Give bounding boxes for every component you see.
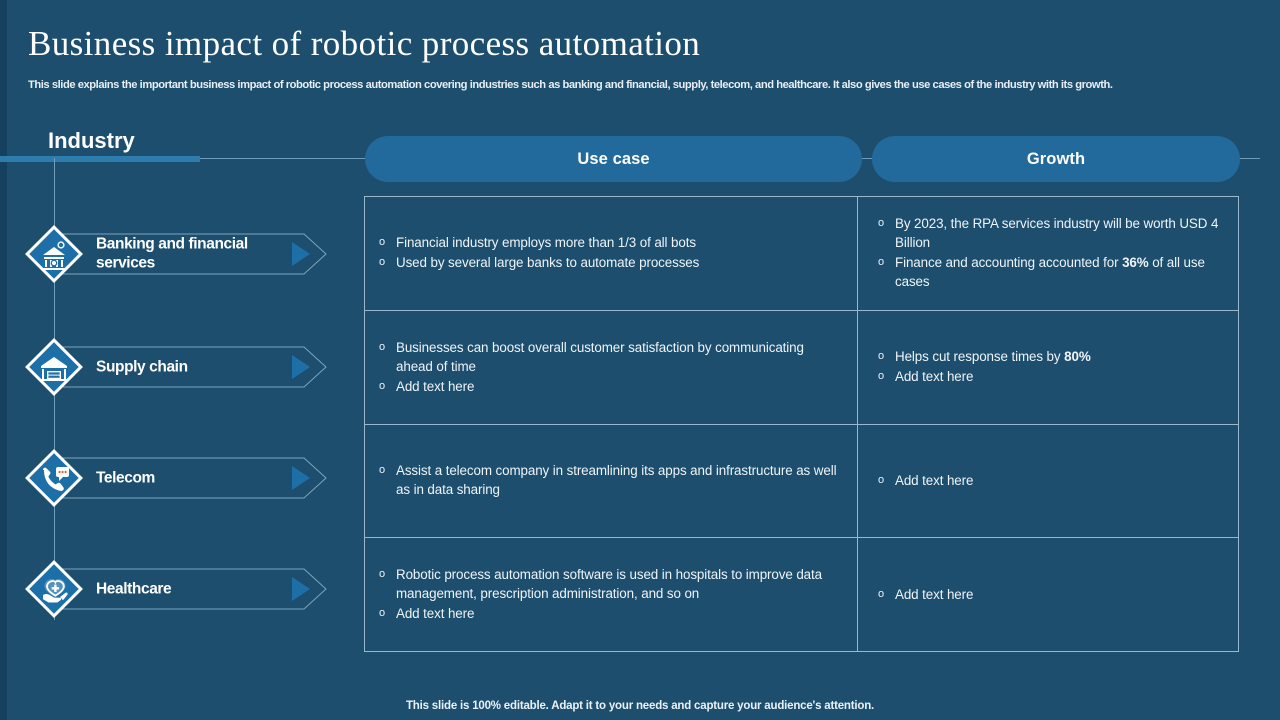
use-case-cell: Robotic process automation software is u…	[365, 538, 858, 651]
bullet-item: Add text here	[874, 367, 1224, 386]
industry-label: Telecom	[96, 469, 155, 487]
industry-accent-bar	[0, 156, 200, 162]
industry-item-telecom[interactable]: Telecom	[0, 446, 340, 510]
industry-label: Healthcare	[96, 580, 172, 598]
bullet-highlight: 80%	[1064, 349, 1091, 365]
bullet-item: Used by several large banks to automate …	[375, 253, 843, 272]
use-case-cell: Assist a telecom company in streamlining…	[365, 424, 858, 538]
bullet-item: Add text here	[874, 585, 1224, 604]
column-header-use-case: Use case	[365, 136, 862, 182]
bullet-item: Add text here	[375, 604, 843, 623]
use-case-cell: Financial industry employs more than 1/3…	[365, 197, 858, 310]
left-edge-stripe	[0, 0, 7, 720]
phone-chat-icon	[22, 446, 86, 510]
growth-bullets: Add text here	[874, 585, 1224, 605]
growth-cell: Add text here	[858, 538, 1238, 651]
bullet-item: Assist a telecom company in streamlining…	[375, 461, 843, 499]
growth-cell: Add text here	[858, 425, 1238, 538]
use-case-bullets: Robotic process automation software is u…	[375, 565, 843, 624]
bullet-item: Add text here	[874, 471, 1224, 490]
bullet-item: Add text here	[375, 377, 843, 396]
growth-bullets: Add text here	[874, 471, 1224, 491]
table-row: Robotic process automation software is u…	[365, 538, 1238, 651]
footer-note: This slide is 100% editable. Adapt it to…	[405, 700, 875, 712]
use-case-bullets: Businesses can boost overall customer sa…	[375, 338, 843, 397]
industry-label: Supply chain	[96, 358, 188, 376]
growth-bullets: Helps cut response times by 80%Add text …	[874, 347, 1224, 387]
bullet-item: By 2023, the RPA services industry will …	[874, 214, 1224, 252]
warehouse-icon	[22, 335, 86, 399]
industry-item-banking[interactable]: Banking and financial services	[0, 222, 340, 286]
growth-cell: Helps cut response times by 80%Add text …	[858, 311, 1238, 424]
bullet-item: Robotic process automation software is u…	[375, 565, 843, 603]
table-row: Businesses can boost overall customer sa…	[365, 310, 1238, 425]
bullet-highlight: 36%	[1122, 255, 1149, 271]
growth-cell: By 2023, the RPA services industry will …	[858, 197, 1238, 310]
use-case-bullets: Assist a telecom company in streamlining…	[375, 461, 843, 500]
column-header-industry: Industry	[48, 128, 135, 153]
industry-item-healthcare[interactable]: Healthcare	[0, 557, 340, 621]
table-row: Assist a telecom company in streamlining…	[365, 424, 1238, 539]
industry-item-supply-chain[interactable]: Supply chain	[0, 335, 340, 399]
hand-care-icon	[22, 557, 86, 621]
page-title: Business impact of robotic process autom…	[28, 24, 701, 63]
bullet-item: Businesses can boost overall customer sa…	[375, 338, 843, 376]
bullet-item: Financial industry employs more than 1/3…	[375, 233, 843, 252]
bullet-item: Helps cut response times by 80%	[874, 347, 1224, 366]
slide-subtitle: This slide explains the important busine…	[28, 79, 1113, 91]
bullet-item: Finance and accounting accounted for 36%…	[874, 253, 1224, 291]
use-case-bullets: Financial industry employs more than 1/3…	[375, 233, 843, 273]
industry-label: Banking and financial services	[96, 235, 248, 272]
column-header-growth: Growth	[872, 136, 1240, 182]
impact-table: Financial industry employs more than 1/3…	[364, 196, 1239, 652]
use-case-cell: Businesses can boost overall customer sa…	[365, 310, 858, 424]
bank-icon	[22, 222, 86, 286]
table-row: Financial industry employs more than 1/3…	[365, 197, 1238, 311]
growth-bullets: By 2023, the RPA services industry will …	[874, 214, 1224, 292]
